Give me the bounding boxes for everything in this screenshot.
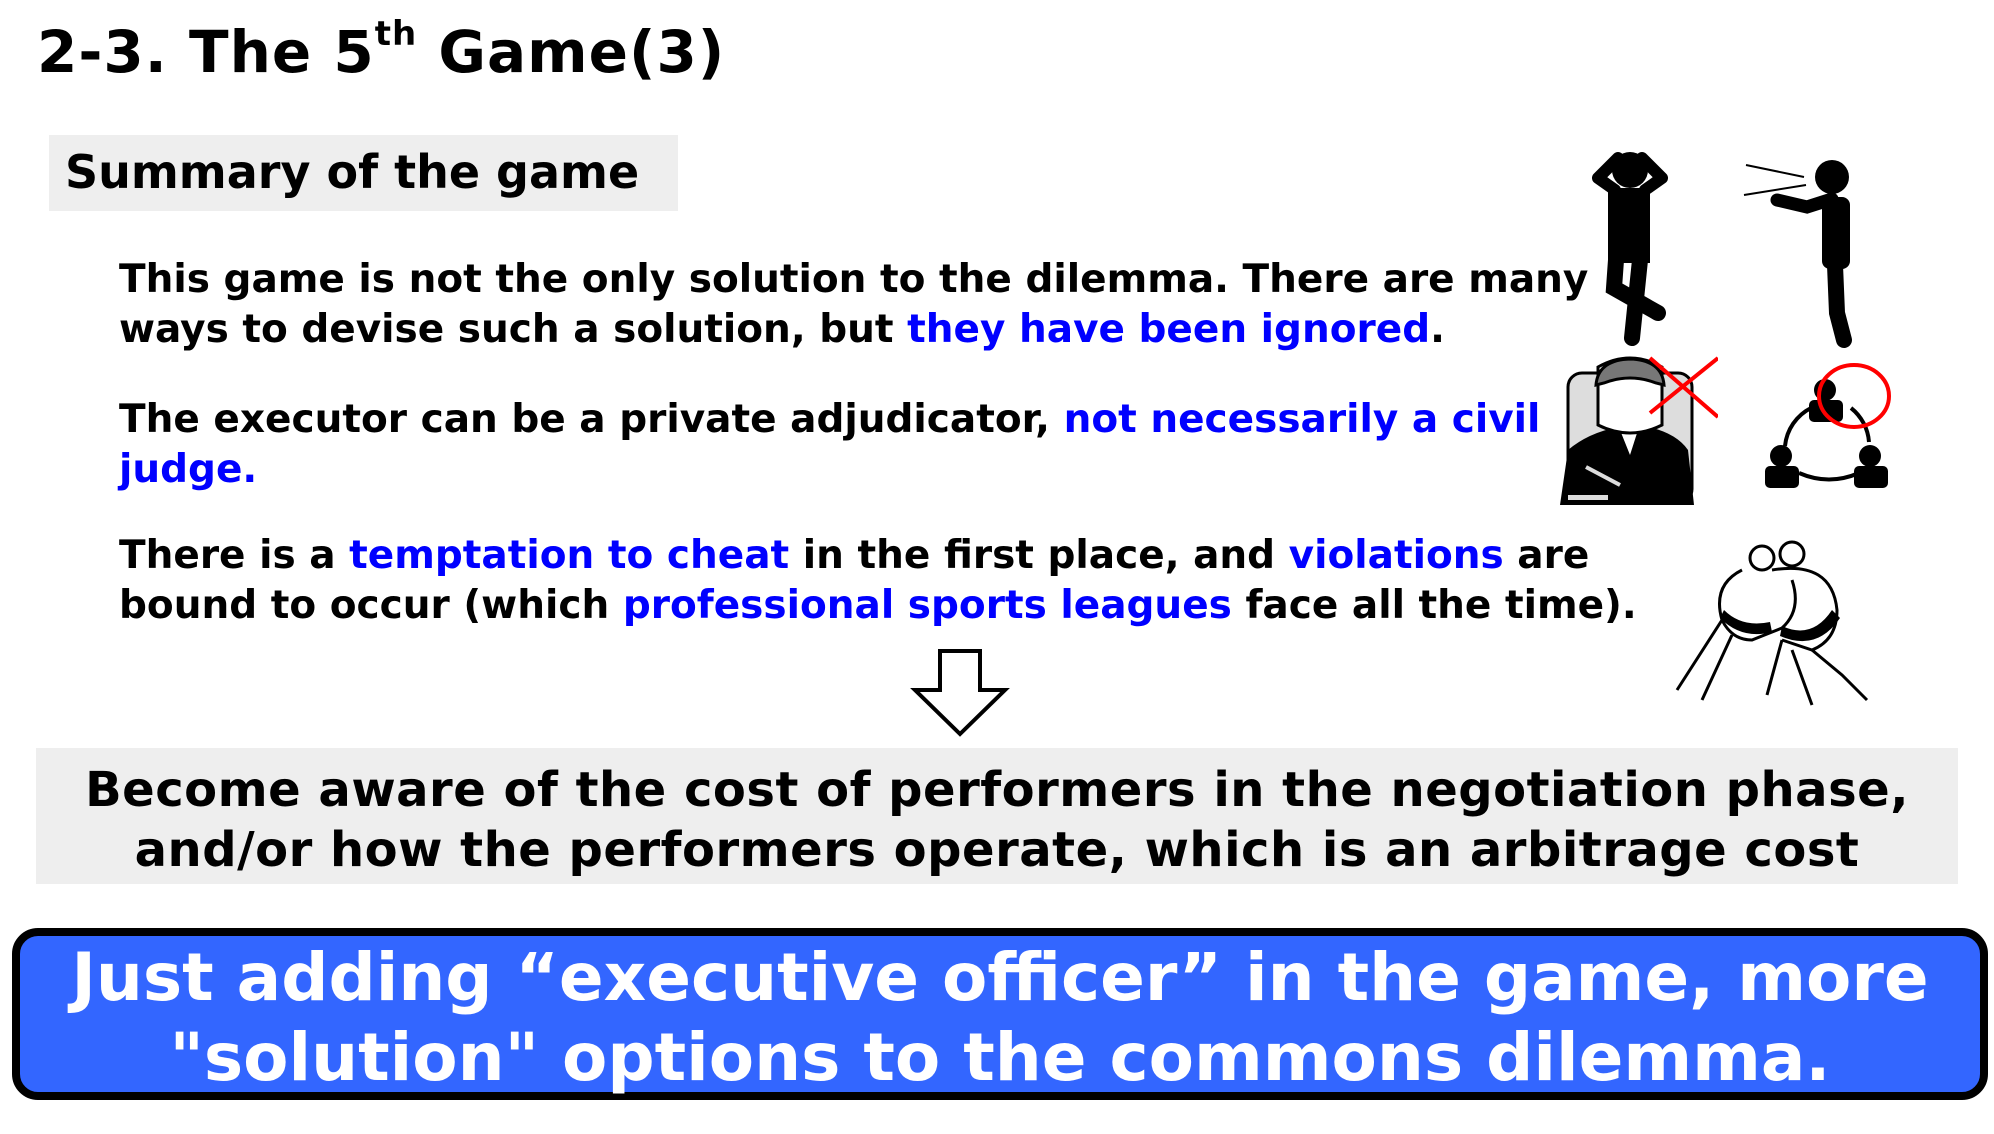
paragraph-cheating: There is a temptation to cheat in the fi… <box>119 531 1679 631</box>
down-arrow-icon <box>910 649 1010 737</box>
banner-line-2: "solution" options to the commons dilemm… <box>169 1019 1831 1096</box>
title-text-end: Game(3) <box>417 18 726 86</box>
sumo-wrestlers-icon <box>1675 540 1869 706</box>
highlight: they have been ignored <box>907 307 1431 352</box>
text: face all the time). <box>1231 583 1637 628</box>
summary-label: Summary of the game <box>49 135 678 211</box>
paragraph-ignored-solutions: This game is not the only solution to th… <box>119 255 1659 355</box>
highlight: temptation to cheat <box>349 533 790 578</box>
ignoring-person-icon <box>1592 152 1668 346</box>
banner-line-1: Just adding “executive officer” in the g… <box>71 939 1929 1016</box>
title-superscript: th <box>374 14 418 54</box>
highlight: professional sports leagues <box>622 583 1232 628</box>
conclusion-box: Become aware of the cost of performers i… <box>36 748 1958 884</box>
text: are bound to occur (which <box>119 533 1590 628</box>
title-text: 2-3. The 5 <box>37 18 375 86</box>
highlight: not necessarily a civil judge. <box>119 397 1541 492</box>
text: There is a <box>119 533 350 578</box>
text: The executor can be a private adjudicato… <box>119 397 1064 442</box>
group-discussion-icon <box>1765 363 1891 488</box>
conclusion-line-2: and/or how the performers operate, which… <box>134 822 1860 878</box>
text: This game is not the only solution to th… <box>119 257 1589 352</box>
key-message-banner: Just adding “executive officer” in the g… <box>12 928 1988 1100</box>
judge-icon <box>1560 356 1718 505</box>
text: . <box>1430 307 1445 352</box>
text: in the first place, and <box>789 533 1289 578</box>
conclusion-line-1: Become aware of the cost of performers i… <box>85 762 1909 818</box>
paragraph-executor: The executor can be a private adjudicato… <box>119 395 1579 495</box>
highlight: violations <box>1288 533 1504 578</box>
slide-title: 2-3. The 5th Game(3) <box>37 14 726 86</box>
pointing-person-icon <box>1743 160 1852 348</box>
